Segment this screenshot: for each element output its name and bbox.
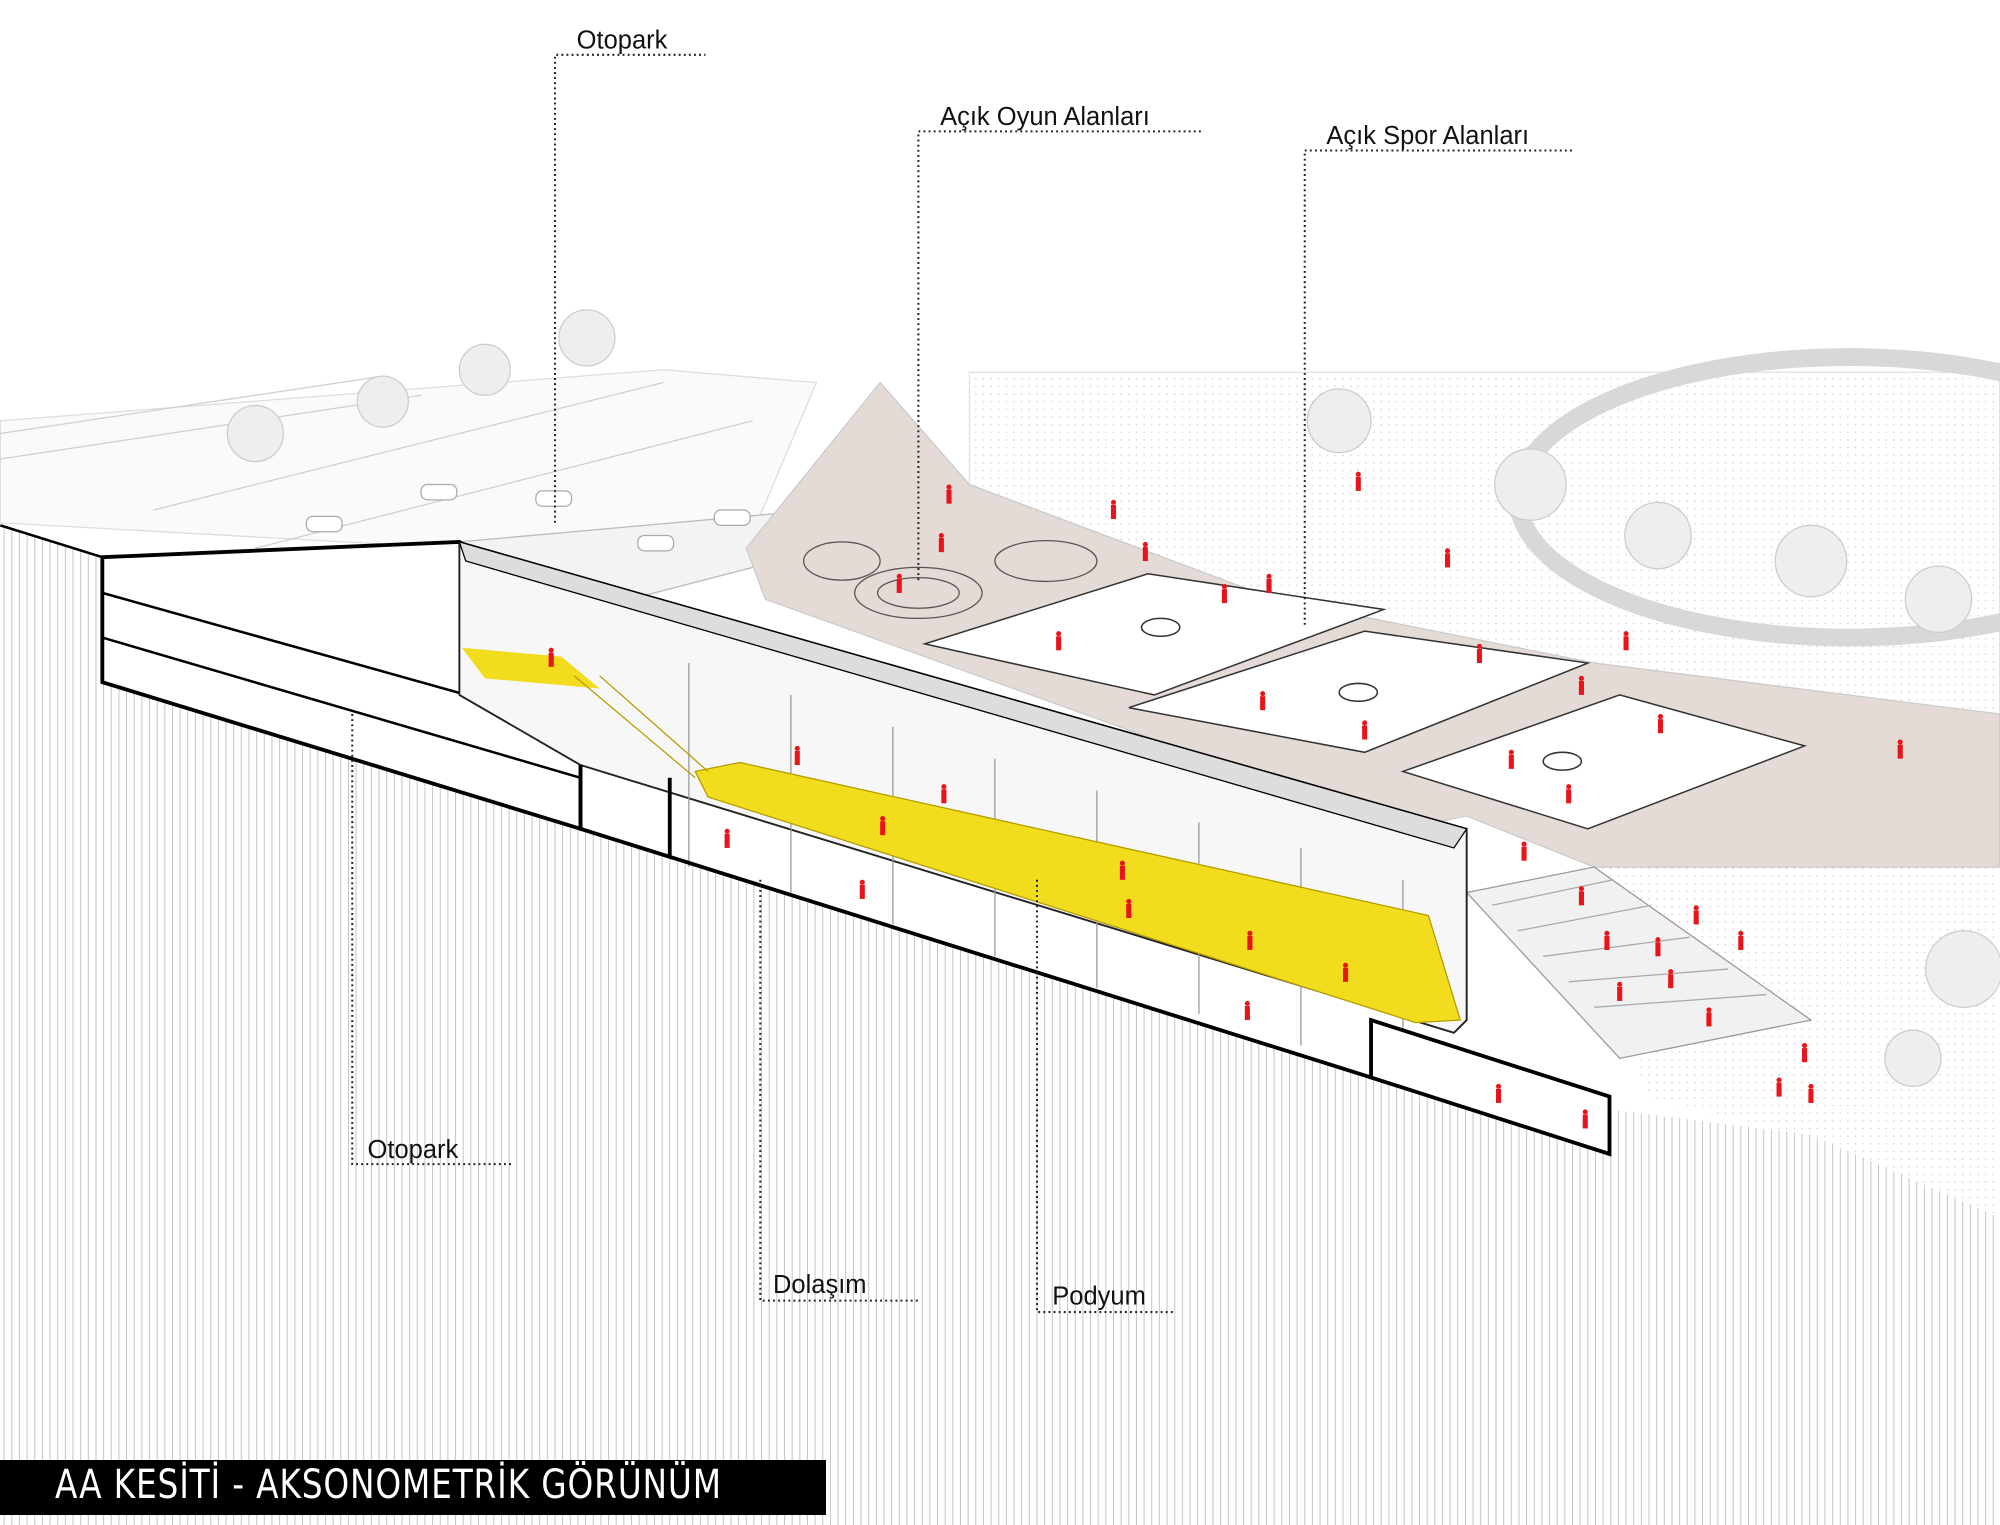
person-figure — [1808, 1083, 1814, 1103]
label-podyum: Podyum — [1035, 879, 1174, 1314]
person-figure — [1260, 691, 1266, 711]
person-figure — [1897, 739, 1903, 759]
person-figure — [880, 816, 886, 836]
person-figure — [1623, 631, 1629, 651]
person-figure — [1496, 1083, 1502, 1103]
person-figure — [896, 573, 902, 593]
label-acik-spor-alanlari: Açık Spor Alanları — [1303, 122, 1573, 625]
person-figure — [1342, 962, 1349, 982]
sports-plaza — [745, 381, 2000, 1060]
person-figure — [1244, 1000, 1250, 1021]
person-figure — [1221, 583, 1227, 604]
person-figure — [859, 879, 865, 899]
person-figure — [946, 484, 952, 504]
upper-circulation-floor — [461, 647, 600, 689]
person-figure — [1119, 860, 1125, 880]
label-text: Açık Spor Alanları — [1326, 122, 1529, 150]
person-figure — [938, 532, 944, 553]
label-acik-oyun-alanlari: Açık Oyun Alanları — [917, 103, 1202, 581]
playground — [802, 539, 1098, 620]
person-figure — [1508, 749, 1514, 769]
person-figure — [1476, 643, 1482, 664]
person-figure — [1706, 1007, 1712, 1027]
person-figure — [1693, 905, 1699, 925]
person-figure — [1355, 471, 1361, 491]
person-figure — [1445, 548, 1451, 568]
person-figure — [1617, 981, 1623, 1001]
label-text: Otopark — [577, 26, 668, 54]
person-figure — [1566, 784, 1572, 804]
drawing-title: AA KESİTİ - AKSONOMETRİK GÖRÜNÜM — [55, 1462, 722, 1508]
label-dolasim: Dolaşım — [759, 879, 919, 1302]
person-figure — [1142, 541, 1148, 562]
person-figure — [1578, 675, 1584, 695]
person-figure — [1126, 898, 1132, 919]
person-figure — [1056, 631, 1062, 651]
person-figure — [1266, 573, 1272, 593]
person-figure — [1247, 930, 1253, 950]
person-figure — [1362, 720, 1368, 740]
building-section — [100, 539, 1612, 1157]
basketball-courts — [921, 573, 1808, 830]
label-text: Dolaşım — [773, 1271, 867, 1299]
person-figure — [548, 647, 554, 667]
person-figure — [1521, 841, 1527, 861]
person-figure — [1776, 1077, 1782, 1097]
stair — [573, 675, 709, 779]
person-figure — [1738, 930, 1744, 950]
person-figure — [1578, 886, 1584, 906]
person-figure — [1110, 499, 1117, 519]
person-figure — [1668, 969, 1674, 989]
ground-section — [0, 525, 2000, 1525]
title-banner — [0, 1460, 826, 1515]
label-otopark-top: Otopark — [553, 26, 706, 523]
person-figure — [1582, 1109, 1588, 1129]
person-figure — [941, 784, 947, 804]
label-text: Açık Oyun Alanları — [940, 103, 1150, 131]
person-figure — [1802, 1043, 1808, 1063]
label-text: Podyum — [1052, 1282, 1146, 1310]
label-otopark-bottom: Otopark — [351, 714, 515, 1166]
person-figure — [724, 828, 730, 848]
person-figure — [1657, 714, 1664, 734]
person-figure — [1604, 930, 1610, 950]
label-text: Otopark — [368, 1136, 459, 1164]
podium-floor — [694, 761, 1462, 1024]
person-figure — [1655, 937, 1661, 957]
person-figure — [794, 745, 800, 766]
people-figures — [548, 471, 1903, 1129]
